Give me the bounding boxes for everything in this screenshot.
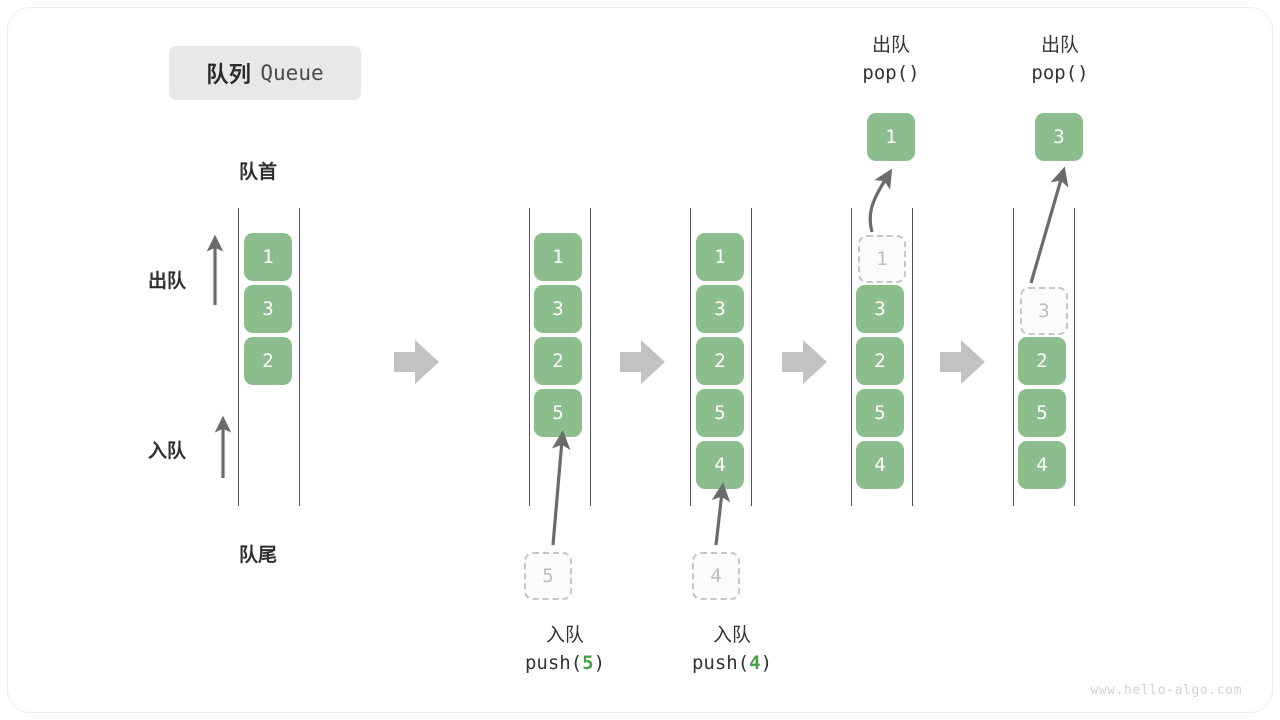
caption-pop-3-code: pop() [1005, 60, 1115, 88]
column-rail-left-5 [1013, 208, 1014, 506]
title-chinese: 队列 [206, 62, 252, 87]
label-tail: 队尾 [239, 545, 278, 566]
ghost-cell-pop-3: 3 [1020, 287, 1068, 335]
ghost-cell-push-4: 4 [692, 552, 740, 600]
column-rail-right-4 [912, 208, 913, 506]
popped-value-3: 3 [1035, 113, 1083, 161]
caption-fn-end: ) [593, 651, 606, 674]
caption-num: 5 [582, 651, 594, 674]
caption-pop-1-cn: 出队 [871, 35, 910, 56]
queue-cell: 5 [1018, 389, 1066, 437]
caption-push-4-cn: 入队 [712, 625, 751, 646]
caption-pop-1: 出队 pop() [836, 32, 946, 87]
label-dequeue: 出队 [148, 271, 187, 292]
caption-push-5-cn: 入队 [545, 625, 584, 646]
caption-fn: push( [691, 651, 750, 674]
caption-fn-end: ) [1077, 61, 1089, 84]
caption-pop-1-code: pop() [836, 60, 946, 88]
column-rail-left-4 [851, 208, 852, 506]
queue-cell: 1 [696, 233, 744, 281]
queue-cell: 2 [534, 337, 582, 385]
queue-cell: 2 [1018, 337, 1066, 385]
label-enqueue: 入队 [148, 441, 187, 462]
ghost-cell-pop-1: 1 [858, 235, 906, 283]
queue-cell: 2 [696, 337, 744, 385]
diagram-card [8, 8, 1272, 712]
queue-cell: 1 [244, 233, 292, 281]
column-rail-right-2 [590, 208, 591, 506]
caption-num: 4 [749, 651, 761, 674]
caption-fn: pop( [1031, 61, 1078, 84]
caption-fn: pop( [862, 61, 909, 84]
column-rail-left-2 [529, 208, 530, 506]
column-rail-right-3 [751, 208, 752, 506]
queue-cell: 2 [856, 337, 904, 385]
popped-value-1: 1 [867, 113, 915, 161]
caption-pop-3: 出队 pop() [1005, 32, 1115, 87]
queue-cell: 3 [856, 285, 904, 333]
queue-cell: 3 [696, 285, 744, 333]
queue-cell: 1 [534, 233, 582, 281]
queue-cell: 4 [696, 441, 744, 489]
queue-cell: 5 [856, 389, 904, 437]
label-head: 队首 [239, 162, 278, 183]
caption-push-5: 入队 push(5) [505, 622, 625, 677]
column-rail-left-3 [690, 208, 691, 506]
caption-pop-3-cn: 出队 [1040, 35, 1079, 56]
caption-fn: push( [524, 651, 583, 674]
title-badge: 队列 Queue [169, 46, 361, 100]
caption-fn-end: ) [760, 651, 773, 674]
column-rail-right-5 [1074, 208, 1075, 506]
queue-cell: 3 [244, 285, 292, 333]
column-rail-left-1 [238, 208, 239, 506]
watermark: www.hello-algo.com [1090, 683, 1242, 698]
title-english: Queue [260, 61, 324, 85]
queue-cell: 3 [534, 285, 582, 333]
queue-cell: 5 [696, 389, 744, 437]
caption-push-5-code: push(5) [505, 650, 625, 678]
caption-push-4-code: push(4) [672, 650, 792, 678]
queue-cell: 5 [534, 389, 582, 437]
queue-cell: 2 [244, 337, 292, 385]
caption-fn-end: ) [908, 61, 920, 84]
queue-cell: 4 [1018, 441, 1066, 489]
caption-push-4: 入队 push(4) [672, 622, 792, 677]
queue-cell: 4 [856, 441, 904, 489]
ghost-cell-push-5: 5 [524, 552, 572, 600]
column-rail-right-1 [299, 208, 300, 506]
